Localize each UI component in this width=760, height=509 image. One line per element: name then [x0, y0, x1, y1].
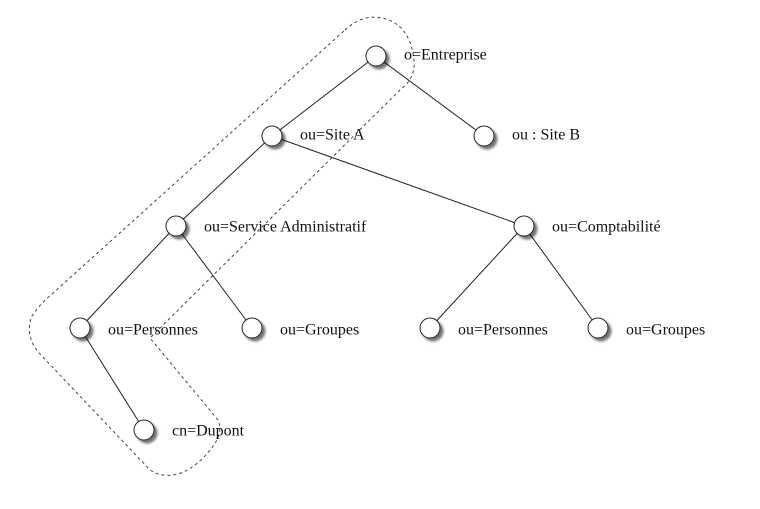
node-circle	[133, 419, 155, 441]
node-circle	[473, 125, 495, 147]
node-circle	[241, 317, 263, 339]
tree-node-comptabilite: ou=Comptabilité	[513, 215, 661, 237]
tree-node-site-a: ou=Site A	[261, 125, 365, 147]
node-label: ou=Groupes	[626, 322, 705, 339]
node-label: cn=Dupont	[172, 423, 245, 440]
node-label: ou=Site A	[300, 127, 365, 144]
tree-node-dupont: cn=Dupont	[133, 419, 245, 441]
node-label: o=Entreprise	[404, 47, 487, 64]
tree-node-sa-groupes: ou=Groupes	[241, 317, 359, 339]
node-label: ou=Service Administratif	[204, 219, 367, 236]
edge-service-admin-to-sa-personnes	[79, 225, 177, 329]
edge-site-a-to-service-admin	[175, 135, 273, 227]
node-circle	[165, 215, 187, 237]
node-circle	[69, 317, 91, 339]
tree-node-entreprise: o=Entreprise	[365, 45, 487, 67]
node-circle	[513, 215, 535, 237]
edge-comptabilite-to-co-groupes	[523, 225, 599, 329]
node-circle	[365, 45, 387, 67]
edge-entreprise-to-site-a	[271, 55, 377, 137]
node-circle	[587, 317, 609, 339]
tree-nodes: o=Entreprise ou=Site A ou : Site B ou=Servi…	[69, 45, 705, 441]
tree-edges	[79, 55, 599, 431]
node-label: ou : Site B	[512, 127, 580, 144]
edge-comptabilite-to-co-personnes	[429, 225, 525, 329]
node-circle	[419, 317, 441, 339]
tree-node-co-groupes: ou=Groupes	[587, 317, 705, 339]
tree-node-site-b: ou : Site B	[473, 125, 580, 147]
tree-node-sa-personnes: ou=Personnes	[69, 317, 198, 339]
node-circle	[261, 125, 283, 147]
edge-site-a-to-comptabilite	[271, 135, 525, 227]
node-label: ou=Comptabilité	[552, 219, 661, 236]
tree-node-service-admin: ou=Service Administratif	[165, 215, 367, 237]
edge-sa-personnes-to-dupont	[79, 327, 145, 431]
edge-service-admin-to-sa-groupes	[175, 225, 253, 329]
node-label: ou=Personnes	[108, 322, 198, 339]
tree-node-co-personnes: ou=Personnes	[419, 317, 548, 339]
dn-path-highlight	[28, 16, 415, 476]
edge-entreprise-to-site-b	[375, 55, 485, 137]
node-label: ou=Groupes	[280, 322, 359, 339]
node-label: ou=Personnes	[458, 322, 548, 339]
